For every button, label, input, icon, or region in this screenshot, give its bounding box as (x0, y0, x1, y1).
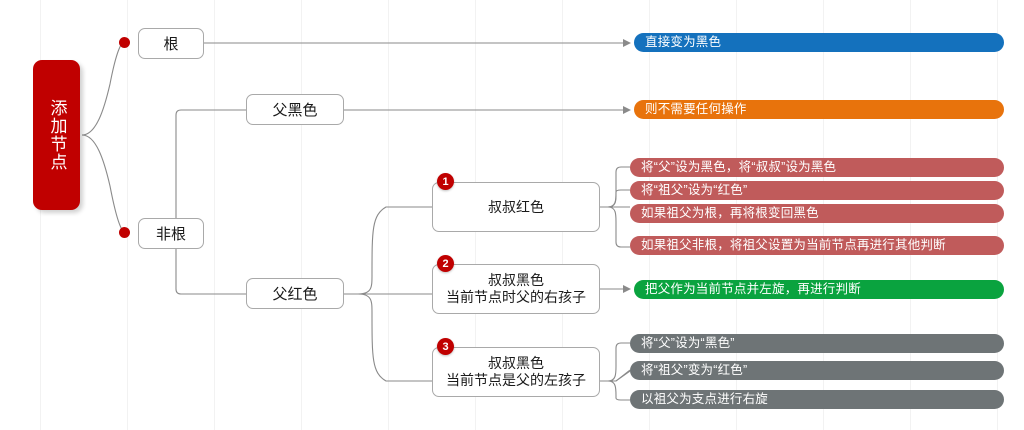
result-case3-pill-1[interactable]: 将“父”设为“黑色” (630, 334, 1004, 353)
case-badge-2: 2 (437, 255, 454, 272)
case-badge-3: 3 (437, 338, 454, 355)
result-case3-pill-2[interactable]: 将“祖父”变为“红色” (630, 361, 1004, 380)
case-badge-1-label: 1 (442, 175, 449, 188)
node-case-3[interactable]: 叔叔黑色 当前节点是父的左孩子 (432, 347, 600, 397)
result-case1-pill-2[interactable]: 将“祖父”设为“红色” (630, 181, 1004, 200)
result-case1-pill-1[interactable]: 将“父”设为黑色，将“叔叔”设为黑色 (630, 158, 1004, 177)
branch-bullet-root (119, 37, 130, 48)
root-node[interactable]: 添加节点 (33, 60, 80, 210)
case-badge-3-label: 3 (442, 340, 449, 353)
result-case1-pill-4[interactable]: 如果祖父非根，将祖父设置为当前节点再进行其他判断 (630, 236, 1004, 255)
node-case-2[interactable]: 叔叔黑色 当前节点时父的右孩子 (432, 264, 600, 314)
arrow-head (623, 106, 631, 114)
node-parent-black-label: 父黑色 (272, 102, 318, 119)
node-case-1[interactable]: 叔叔红色 (432, 182, 600, 232)
guide-line (40, 0, 41, 430)
result-case3-pill-3[interactable]: 以祖父为支点进行右旋 (630, 390, 1004, 409)
node-case-2-line1: 叔叔黑色 (488, 272, 544, 288)
node-nonroot-case[interactable]: 非根 (138, 218, 204, 249)
node-root-case[interactable]: 根 (138, 28, 204, 59)
case-badge-1: 1 (437, 173, 454, 190)
node-case-2-line2: 当前节点时父的右孩子 (446, 289, 586, 305)
node-case-3-line2: 当前节点是父的左孩子 (446, 372, 586, 388)
case-badge-2-label: 2 (442, 257, 449, 270)
node-parent-red-label: 父红色 (272, 286, 318, 303)
guide-line (388, 0, 389, 430)
node-nonroot-case-label: 非根 (155, 226, 186, 243)
arrow-head (623, 39, 631, 47)
branch-bullet-nonroot (119, 227, 130, 238)
node-root-case-label: 根 (163, 36, 179, 53)
guide-line (214, 0, 215, 430)
result-case2-pill-1[interactable]: 把父作为当前节点并左旋，再进行判断 (634, 280, 1004, 299)
result-root-pill[interactable]: 直接变为黑色 (634, 33, 1004, 52)
node-case-1-line1: 叔叔红色 (488, 198, 544, 215)
root-node-label: 添加节点 (47, 99, 67, 171)
result-parent-black-pill[interactable]: 则不需要任何操作 (634, 100, 1004, 119)
node-parent-black[interactable]: 父黑色 (246, 94, 344, 125)
arrow-head (623, 285, 631, 293)
result-case1-pill-3[interactable]: 如果祖父为根，再将根变回黑色 (630, 204, 1004, 223)
guide-line (301, 0, 302, 430)
node-case-3-line1: 叔叔黑色 (488, 355, 544, 371)
guide-line (127, 0, 128, 430)
node-parent-red[interactable]: 父红色 (246, 278, 344, 309)
